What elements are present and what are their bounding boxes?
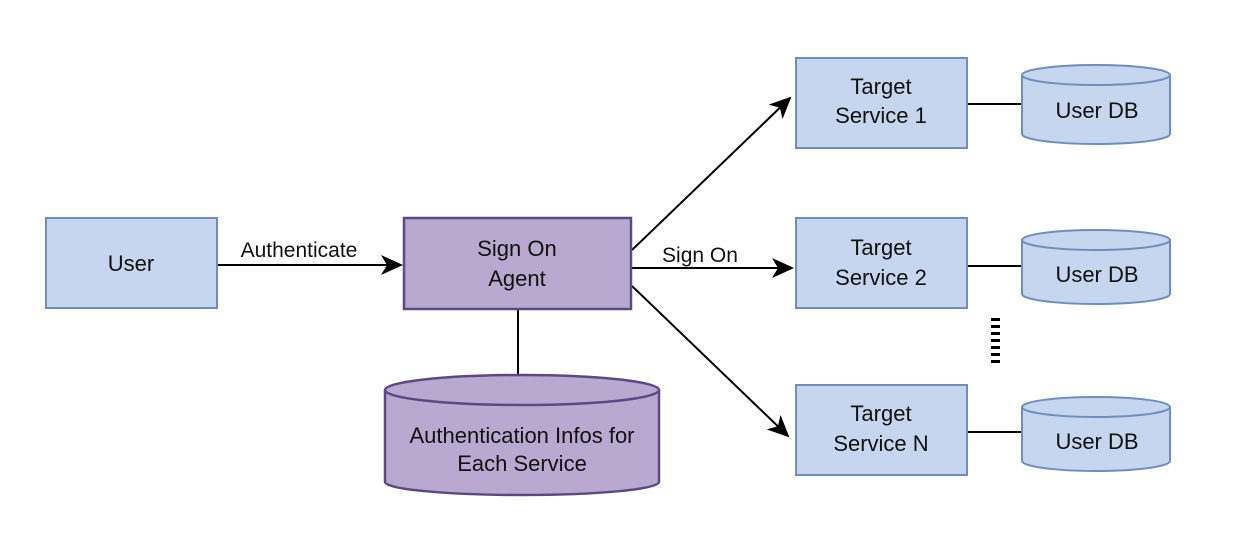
sign-on-arrow-service1 [631,96,792,251]
sign-on-agent-label-line1: Sign On [477,236,557,261]
auth-info-label-line1: Authentication Infos for [409,423,634,448]
target-service-1-node: Target Service 1 [795,57,968,149]
authenticate-label: Authenticate [241,239,358,262]
auth-info-database: Authentication Infos for Each Service [383,373,661,497]
edges [217,96,1022,438]
target-service-n-node: Target Service N [795,384,968,476]
user-node: User [45,217,218,309]
user-db-n: User DB [1021,396,1171,472]
sign-on-arrow-serviceN [631,285,790,438]
user-db-1-label: User DB [1055,98,1138,123]
user-db-1: User DB [1021,64,1171,145]
user-db-2: User DB [1021,229,1171,305]
target-service-2-label-line2: Service 2 [835,265,927,290]
sign-on-label: Sign On [662,244,738,267]
target-service-n-label-line1: Target [850,401,911,426]
target-service-1-label-line2: Service 1 [835,103,927,128]
user-db-n-label: User DB [1055,429,1138,454]
sign-on-agent-node: Sign On Agent [402,216,633,311]
target-service-2-label-line1: Target [850,235,911,260]
user-label: User [108,251,154,276]
target-service-2-node: Target Service 2 [795,217,968,309]
sign-on-agent-label-line2: Agent [488,266,546,291]
vertical-dotted-ellipsis-icon [991,318,1000,363]
target-service-1-label-line1: Target [850,74,911,99]
target-service-n-label-line2: Service N [833,431,928,456]
user-db-2-label: User DB [1055,262,1138,287]
auth-info-label-line2: Each Service [457,451,587,476]
